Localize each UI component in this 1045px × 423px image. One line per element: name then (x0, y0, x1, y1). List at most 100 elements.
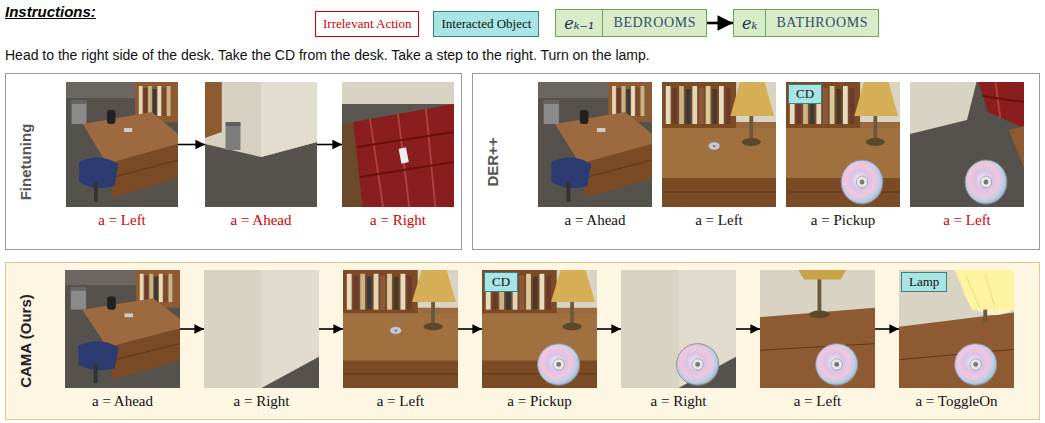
frame-step: a = Left (760, 270, 875, 410)
method-panel: DER++ a = Ahead a = Left a = Pickup CD a = Le… (472, 73, 1040, 250)
environment-box: eₖBATHROOMS (733, 9, 879, 37)
illustration-shape (899, 251, 1027, 388)
illustration-shape (205, 82, 317, 207)
illustration-shape (472, 73, 1040, 250)
illustration-shape (965, 160, 1007, 204)
legend-swatch: Interacted Object (433, 11, 539, 37)
image-frame (204, 270, 319, 388)
illustration-shape (910, 82, 1024, 207)
frame-step: a = Right (204, 270, 319, 410)
image-frame (205, 82, 317, 207)
frame-step: a = ToggleOn Lamp (899, 270, 1014, 410)
illustration-shape (910, 82, 1024, 207)
action-caption: a = Right (204, 393, 319, 410)
illustration-shape (760, 270, 875, 388)
panel-title: CAMA (Ours) (17, 294, 34, 388)
illustration-shape (204, 270, 319, 388)
step-arrow (178, 144, 205, 146)
environment-name: BEDROOMS (603, 10, 706, 36)
frame-step: a = Ahead (65, 270, 180, 410)
method-panel: Finetuning a = Left a = Ahead a = Right (5, 73, 462, 250)
illustration-shape (66, 82, 178, 207)
action-caption: a = Pickup (786, 212, 900, 229)
step-arrow (458, 328, 482, 330)
legend-sample: Irrelevant Action (315, 11, 419, 37)
object-name: CD (492, 274, 510, 290)
illustration-shape (709, 142, 720, 150)
illustration-shape (5, 262, 1040, 420)
illustration-shape (621, 270, 736, 388)
illustration-shape (482, 270, 597, 388)
illustration-shape (65, 270, 180, 388)
image-frame (662, 82, 776, 207)
illustration-shape (538, 344, 580, 386)
environment-name: BATHROOMS (766, 10, 878, 36)
image-frame (66, 82, 178, 207)
image-frame (910, 82, 1024, 207)
image-frame (760, 270, 875, 388)
object-name: Lamp (909, 274, 939, 290)
illustration-shape (662, 82, 776, 207)
illustration-shape (841, 160, 883, 204)
method-panel: CAMA (Ours) a = Ahead a = Right a = Left a =… (5, 262, 1040, 420)
illustration-shape (205, 82, 317, 207)
action-caption: a = Ahead (65, 393, 180, 410)
image-frame (342, 82, 454, 207)
object-name: CD (796, 86, 814, 102)
action-caption: a = Pickup (482, 393, 597, 410)
action-caption: a = ToggleOn (899, 393, 1014, 410)
panel-title: DER++ (484, 137, 501, 186)
illustration-shape (482, 270, 597, 388)
heading-label: Instructions: (5, 3, 96, 20)
action-caption: a = Left (343, 393, 458, 410)
illustration-shape (662, 82, 776, 207)
illustration-shape (760, 270, 875, 388)
panel-title: Finetuning (17, 123, 34, 200)
environment-box: eₖ₋₁BEDROOMS (555, 9, 707, 37)
step-arrow (875, 328, 899, 330)
illustration-shape (343, 270, 458, 388)
action-caption: a = Right (621, 393, 736, 410)
legend-text: Irrelevant Action (323, 16, 411, 32)
legend-text: Interacted Object (441, 16, 531, 32)
illustration-shape (786, 82, 900, 207)
object-tag: Lamp (901, 272, 947, 292)
illustration-shape (342, 82, 454, 207)
frame-step: a = Left (66, 82, 178, 229)
object-tag: CD (788, 84, 822, 104)
frame-step: a = Right (342, 82, 454, 229)
frame-step: a = Right (621, 270, 736, 410)
environment-symbol: eₖ (734, 10, 766, 36)
action-caption: a = Right (342, 212, 454, 229)
step-arrow (707, 22, 733, 25)
action-caption: a = Left (910, 212, 1024, 229)
action-caption: a = Left (66, 212, 178, 229)
illustration-shape (538, 82, 652, 207)
illustration-shape (65, 270, 180, 388)
illustration-shape (204, 270, 319, 388)
action-caption: a = Left (662, 212, 776, 229)
step-arrow (319, 328, 343, 330)
illustration-shape (5, 73, 462, 250)
illustration-shape (677, 344, 719, 386)
environment-symbol: eₖ₋₁ (556, 10, 603, 36)
action-caption: a = Left (760, 393, 875, 410)
frame-step: a = Ahead (205, 82, 317, 229)
illustration-shape (538, 82, 652, 207)
illustration-shape (66, 82, 178, 207)
instruction-text: Head to the right side of the desk. Take… (5, 47, 650, 63)
image-frame (65, 270, 180, 388)
image-frame (621, 270, 736, 388)
step-arrow (180, 328, 204, 330)
illustration-shape (786, 82, 900, 207)
frame-step: a = Ahead (538, 82, 652, 229)
action-caption: a = Ahead (205, 212, 317, 229)
step-arrow (736, 328, 760, 330)
illustration-shape (955, 344, 997, 386)
illustration-shape (342, 82, 454, 207)
frame-step: a = Pickup CD (786, 82, 900, 229)
action-caption: a = Ahead (538, 212, 652, 229)
